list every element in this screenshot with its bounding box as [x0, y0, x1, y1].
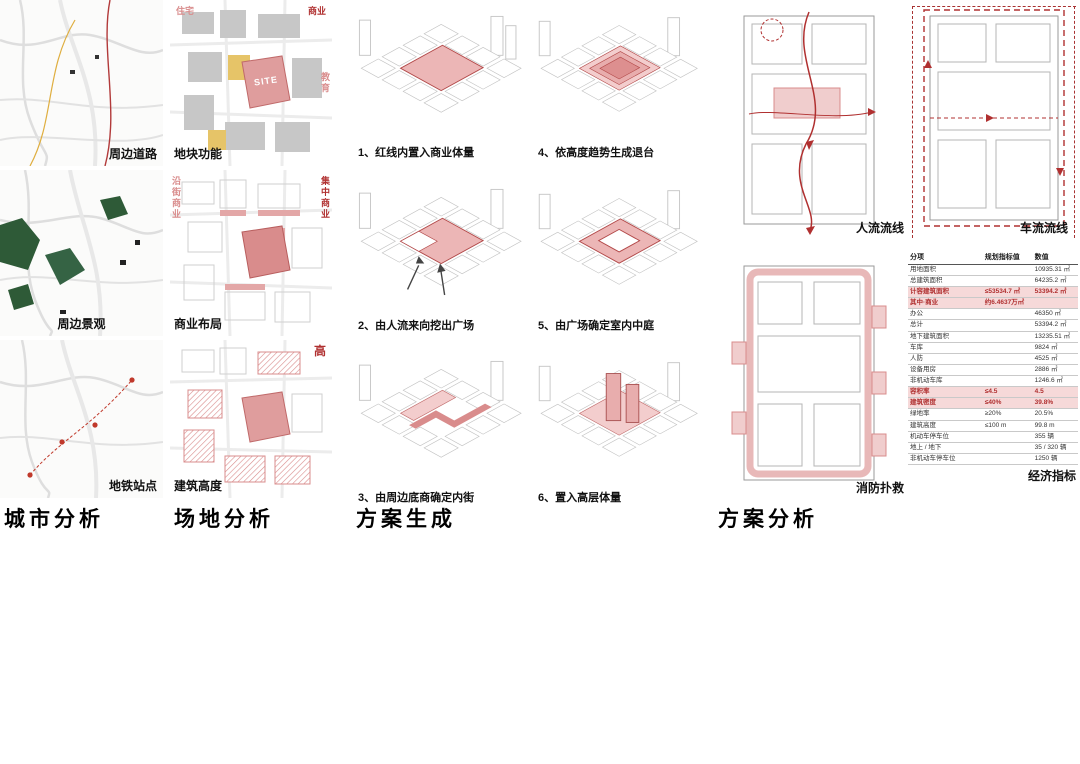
- axon-step-1: [352, 2, 528, 142]
- axon-graphic-1: [358, 15, 522, 113]
- section-title-city: 城市分析: [4, 508, 104, 531]
- step-caption-6: 6、置入高层体量: [538, 492, 622, 504]
- panel-label: 建筑高度: [174, 479, 223, 493]
- vehicle-flow-plan: 车流流线: [916, 8, 1072, 236]
- pedestrian-flow-graphic: [743, 11, 876, 235]
- axon-step-4: [532, 2, 704, 142]
- tag-high: 高: [313, 344, 326, 358]
- city-map-metro: 地铁站点: [0, 340, 163, 498]
- axon-step-2: [352, 175, 528, 315]
- building-height-graphic: [170, 340, 332, 498]
- section-title-scheme: 方案生成: [356, 508, 456, 531]
- axon-step-3: [352, 347, 528, 487]
- red-dashed-line-right: [1074, 6, 1075, 238]
- table-header-planned: 规划指标值: [982, 252, 1033, 265]
- vehicle-flow-graphic: [923, 9, 1065, 227]
- fire-rescue-graphic: [731, 265, 887, 481]
- axon-graphic-6: [538, 362, 698, 457]
- tag-street-commerce: 沿街商业: [171, 176, 181, 220]
- city-map-landscape: 周边景观: [0, 170, 163, 336]
- commerce-layout-graphic: [170, 170, 332, 336]
- table-row: 建筑密度≤40%39.8%: [908, 397, 1078, 410]
- roads-map-graphic: [0, 0, 163, 166]
- tag-central-commerce: 集中商业: [320, 176, 330, 220]
- fire-rescue-plan: 消防扑救: [714, 252, 908, 498]
- plot-function-graphic: [170, 0, 332, 166]
- table-header-value: 数值: [1032, 252, 1078, 265]
- site-panel-function: SITE 住宅 商业 教育 地块功能: [170, 0, 332, 166]
- site-panel-commerce: SITE 沿街商业 集中商业 商业布局: [170, 170, 332, 428]
- metro-map-graphic: [0, 340, 163, 498]
- map-label: 周边道路: [108, 147, 157, 161]
- panel-label-vehicle: 车流流线: [1019, 221, 1068, 235]
- map-label: 地铁站点: [108, 479, 157, 493]
- site-label: SITE: [253, 750, 279, 764]
- section-title-analysis: 方案分析: [718, 508, 818, 531]
- tag-commercial: 商业: [307, 6, 326, 16]
- red-dashed-line-top: [912, 6, 1076, 7]
- map-label: 周边景观: [57, 317, 106, 331]
- tag-residential: 住宅: [176, 6, 195, 16]
- panel-label: 商业布局: [174, 317, 223, 331]
- step-caption-5: 5、由广场确定室内中庭: [538, 320, 655, 332]
- panel-label-fire: 消防扑救: [855, 481, 904, 495]
- table-row: 其中·商业约6.4637万㎡: [908, 297, 1078, 310]
- section-title-site: 场地分析: [174, 508, 274, 531]
- panel-label-pedestrian: 人流流线: [855, 221, 904, 235]
- panel-label-economic: 经济指标: [1023, 467, 1076, 484]
- axon-graphic-2: [358, 188, 522, 296]
- landscape-map-graphic: [0, 170, 163, 336]
- table-row: 绿地率≥20%20.5%: [908, 408, 1078, 421]
- axon-graphic-3: [358, 360, 522, 458]
- pedestrian-flow-plan: 人流流线: [714, 4, 908, 236]
- step-caption-2: 2、由人流来向挖出广场: [358, 320, 475, 332]
- table-header-item: 分项: [908, 252, 983, 265]
- red-dashed-line-left: [912, 6, 913, 238]
- step-caption-4: 4、依高度趋势生成退台: [538, 147, 655, 159]
- tag-education: 教育: [320, 72, 330, 94]
- axon-graphic-5: [538, 190, 698, 285]
- axon-step-5: [532, 175, 704, 315]
- panel-label: 地块功能: [174, 147, 223, 161]
- axon-step-6: [532, 347, 704, 487]
- step-caption-1: 1、红线内置入商业体量: [358, 147, 475, 159]
- axon-graphic-4: [538, 17, 698, 112]
- step-caption-3: 3、由周边底商确定内街: [358, 492, 475, 504]
- city-map-roads: 周边道路: [0, 0, 163, 166]
- site-panel-height: SITE 高 建筑高度: [170, 340, 332, 764]
